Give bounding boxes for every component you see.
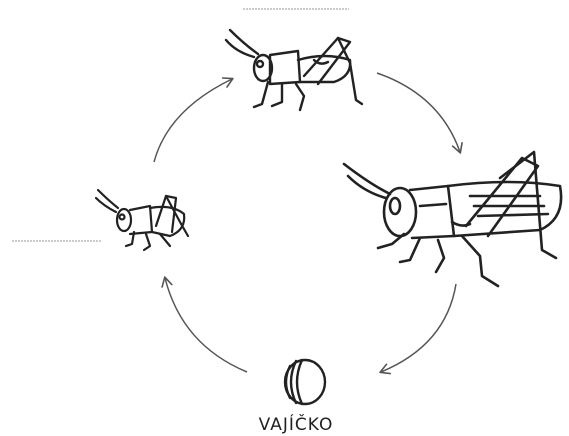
arrow-large-adult-to-egg: [379, 283, 457, 375]
egg-stage-label: VAJÍČKO: [259, 413, 334, 435]
grasshopper-adult-large-icon: [342, 150, 563, 288]
arrow-adult-to-large-adult: [376, 72, 463, 154]
grasshopper-nymph-icon: [94, 188, 190, 252]
arrow-nymph-to-adult: [153, 77, 234, 163]
grasshopper-adult-top-icon: [224, 28, 364, 112]
arrow-egg-to-nymph: [161, 276, 248, 373]
egg-icon: [283, 358, 327, 406]
